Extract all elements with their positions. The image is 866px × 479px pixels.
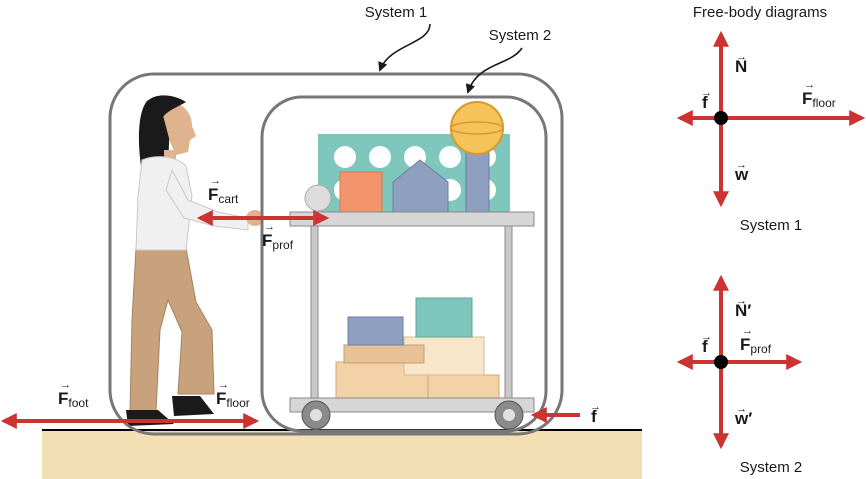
svg-text:→: →	[804, 79, 815, 91]
fbd1-applied-label: Ffloor	[802, 89, 836, 110]
fbd1-normal-label: N	[735, 57, 747, 76]
svg-text:→: →	[742, 325, 753, 337]
orange-cube	[339, 171, 383, 213]
system2-pointer	[465, 47, 523, 94]
fbd2-normal-label: N′	[735, 301, 751, 320]
fbd-system1: → N → w → f → Ffloor System 1	[676, 30, 866, 234]
fbd1-friction-label: f	[702, 93, 708, 112]
svg-text:Ffloor: Ffloor	[216, 389, 250, 410]
f-foot-label: → Ffoot	[58, 379, 89, 410]
system2-label: System 2	[489, 27, 552, 44]
svg-text:→: →	[736, 51, 747, 63]
cylinder	[465, 149, 490, 213]
svg-text:→: →	[264, 221, 275, 233]
svg-text:→: →	[736, 159, 747, 171]
svg-text:→: →	[210, 175, 221, 187]
svg-text:→: →	[701, 331, 712, 343]
wheel-left	[301, 400, 331, 430]
friction-label: → f	[590, 401, 601, 426]
svg-text:→: →	[60, 379, 71, 391]
fbd-system2: → N′ → w′ → f → Fprof System 2	[676, 274, 803, 476]
svg-text:Fprof: Fprof	[262, 231, 294, 252]
svg-text:→: →	[736, 295, 747, 307]
fbd1-weight-label: w	[734, 165, 749, 184]
system2-boundary	[260, 95, 548, 433]
svg-text:f: f	[591, 407, 597, 426]
f-prof-label: → Fprof	[262, 221, 294, 252]
svg-text:→: →	[218, 379, 229, 391]
yellow-sphere	[450, 101, 504, 155]
svg-text:→: →	[701, 87, 712, 99]
wheel-right	[494, 400, 524, 430]
fbd2-caption: System 2	[740, 459, 803, 476]
box	[343, 344, 425, 364]
teal-block	[415, 297, 473, 338]
fbd1-point	[714, 111, 728, 125]
blue-block	[347, 316, 404, 346]
system1-label: System 1	[365, 4, 428, 21]
fbd-title: Free-body diagrams	[693, 4, 827, 21]
fbd1-caption: System 1	[740, 217, 803, 234]
top-shelf	[289, 211, 535, 227]
svg-text:Fcart: Fcart	[208, 185, 239, 206]
cart	[289, 101, 535, 430]
f-cart-label: → Fcart	[208, 175, 239, 206]
fbd2-applied-label: Fprof	[740, 335, 772, 356]
svg-text:→: →	[736, 403, 747, 415]
woman-figure	[126, 95, 264, 426]
fbd2-friction-label: f	[702, 337, 708, 356]
fbd2-weight-label: w′	[734, 409, 752, 428]
gray-sphere	[304, 184, 332, 212]
svg-text:→: →	[590, 401, 601, 413]
cart-leg-left	[310, 225, 319, 399]
f-floor-label: → Ffloor	[216, 379, 250, 410]
svg-text:Ffoot: Ffoot	[58, 389, 89, 410]
fbd2-point	[714, 355, 728, 369]
box	[427, 374, 500, 399]
bottom-shelf	[289, 397, 535, 413]
floor	[42, 430, 642, 479]
cart-leg-right	[504, 225, 513, 399]
system1-boundary	[108, 72, 564, 436]
system1-pointer	[378, 23, 431, 72]
